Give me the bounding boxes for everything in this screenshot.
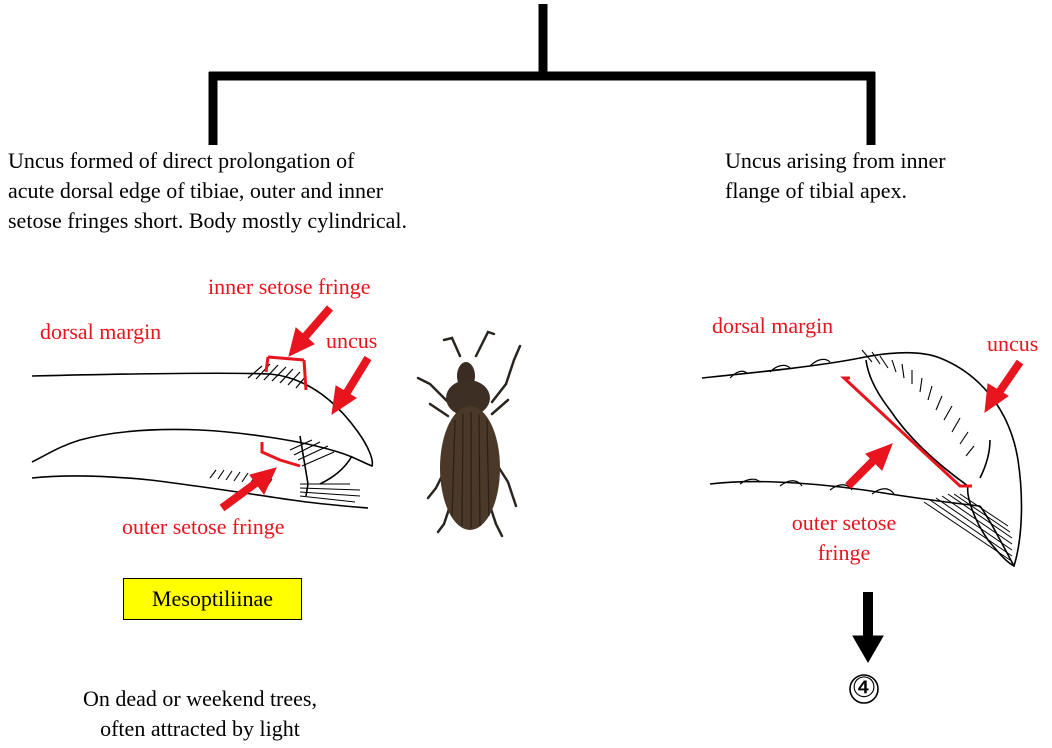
left-tibia-drawing [32, 373, 372, 508]
left-outer-setae [210, 440, 360, 502]
left-inner-setae [248, 364, 306, 388]
left-label-outer-setose-fringe: outer setose fringe [122, 514, 285, 540]
left-description: Uncus formed of direct prolongation of a… [8, 146, 407, 236]
right-label-uncus: uncus [987, 331, 1038, 357]
weevil-image [418, 332, 520, 536]
right-label-dorsal-margin: dorsal margin [712, 313, 833, 339]
next-step-number: ④ [844, 671, 884, 704]
branch-connector [209, 4, 875, 145]
left-label-uncus: uncus [326, 328, 377, 354]
left-label-inner-setose-fringe: inner setose fringe [208, 274, 371, 300]
right-outer-setae [924, 494, 1012, 560]
right-dorsal-spines [730, 359, 894, 494]
left-label-dorsal-margin: dorsal margin [40, 319, 161, 345]
right-arrows [848, 362, 1020, 486]
group-name-badge: Mesoptiliinae [123, 578, 302, 620]
left-outer-fringe-bracket [262, 442, 300, 466]
habitat-note: On dead or weekend trees, often attracte… [50, 684, 350, 744]
right-label-outer-setose-fringe: outer setose fringe [774, 508, 914, 568]
right-description: Uncus arising from inner flange of tibia… [725, 146, 946, 206]
down-arrow [853, 592, 883, 662]
